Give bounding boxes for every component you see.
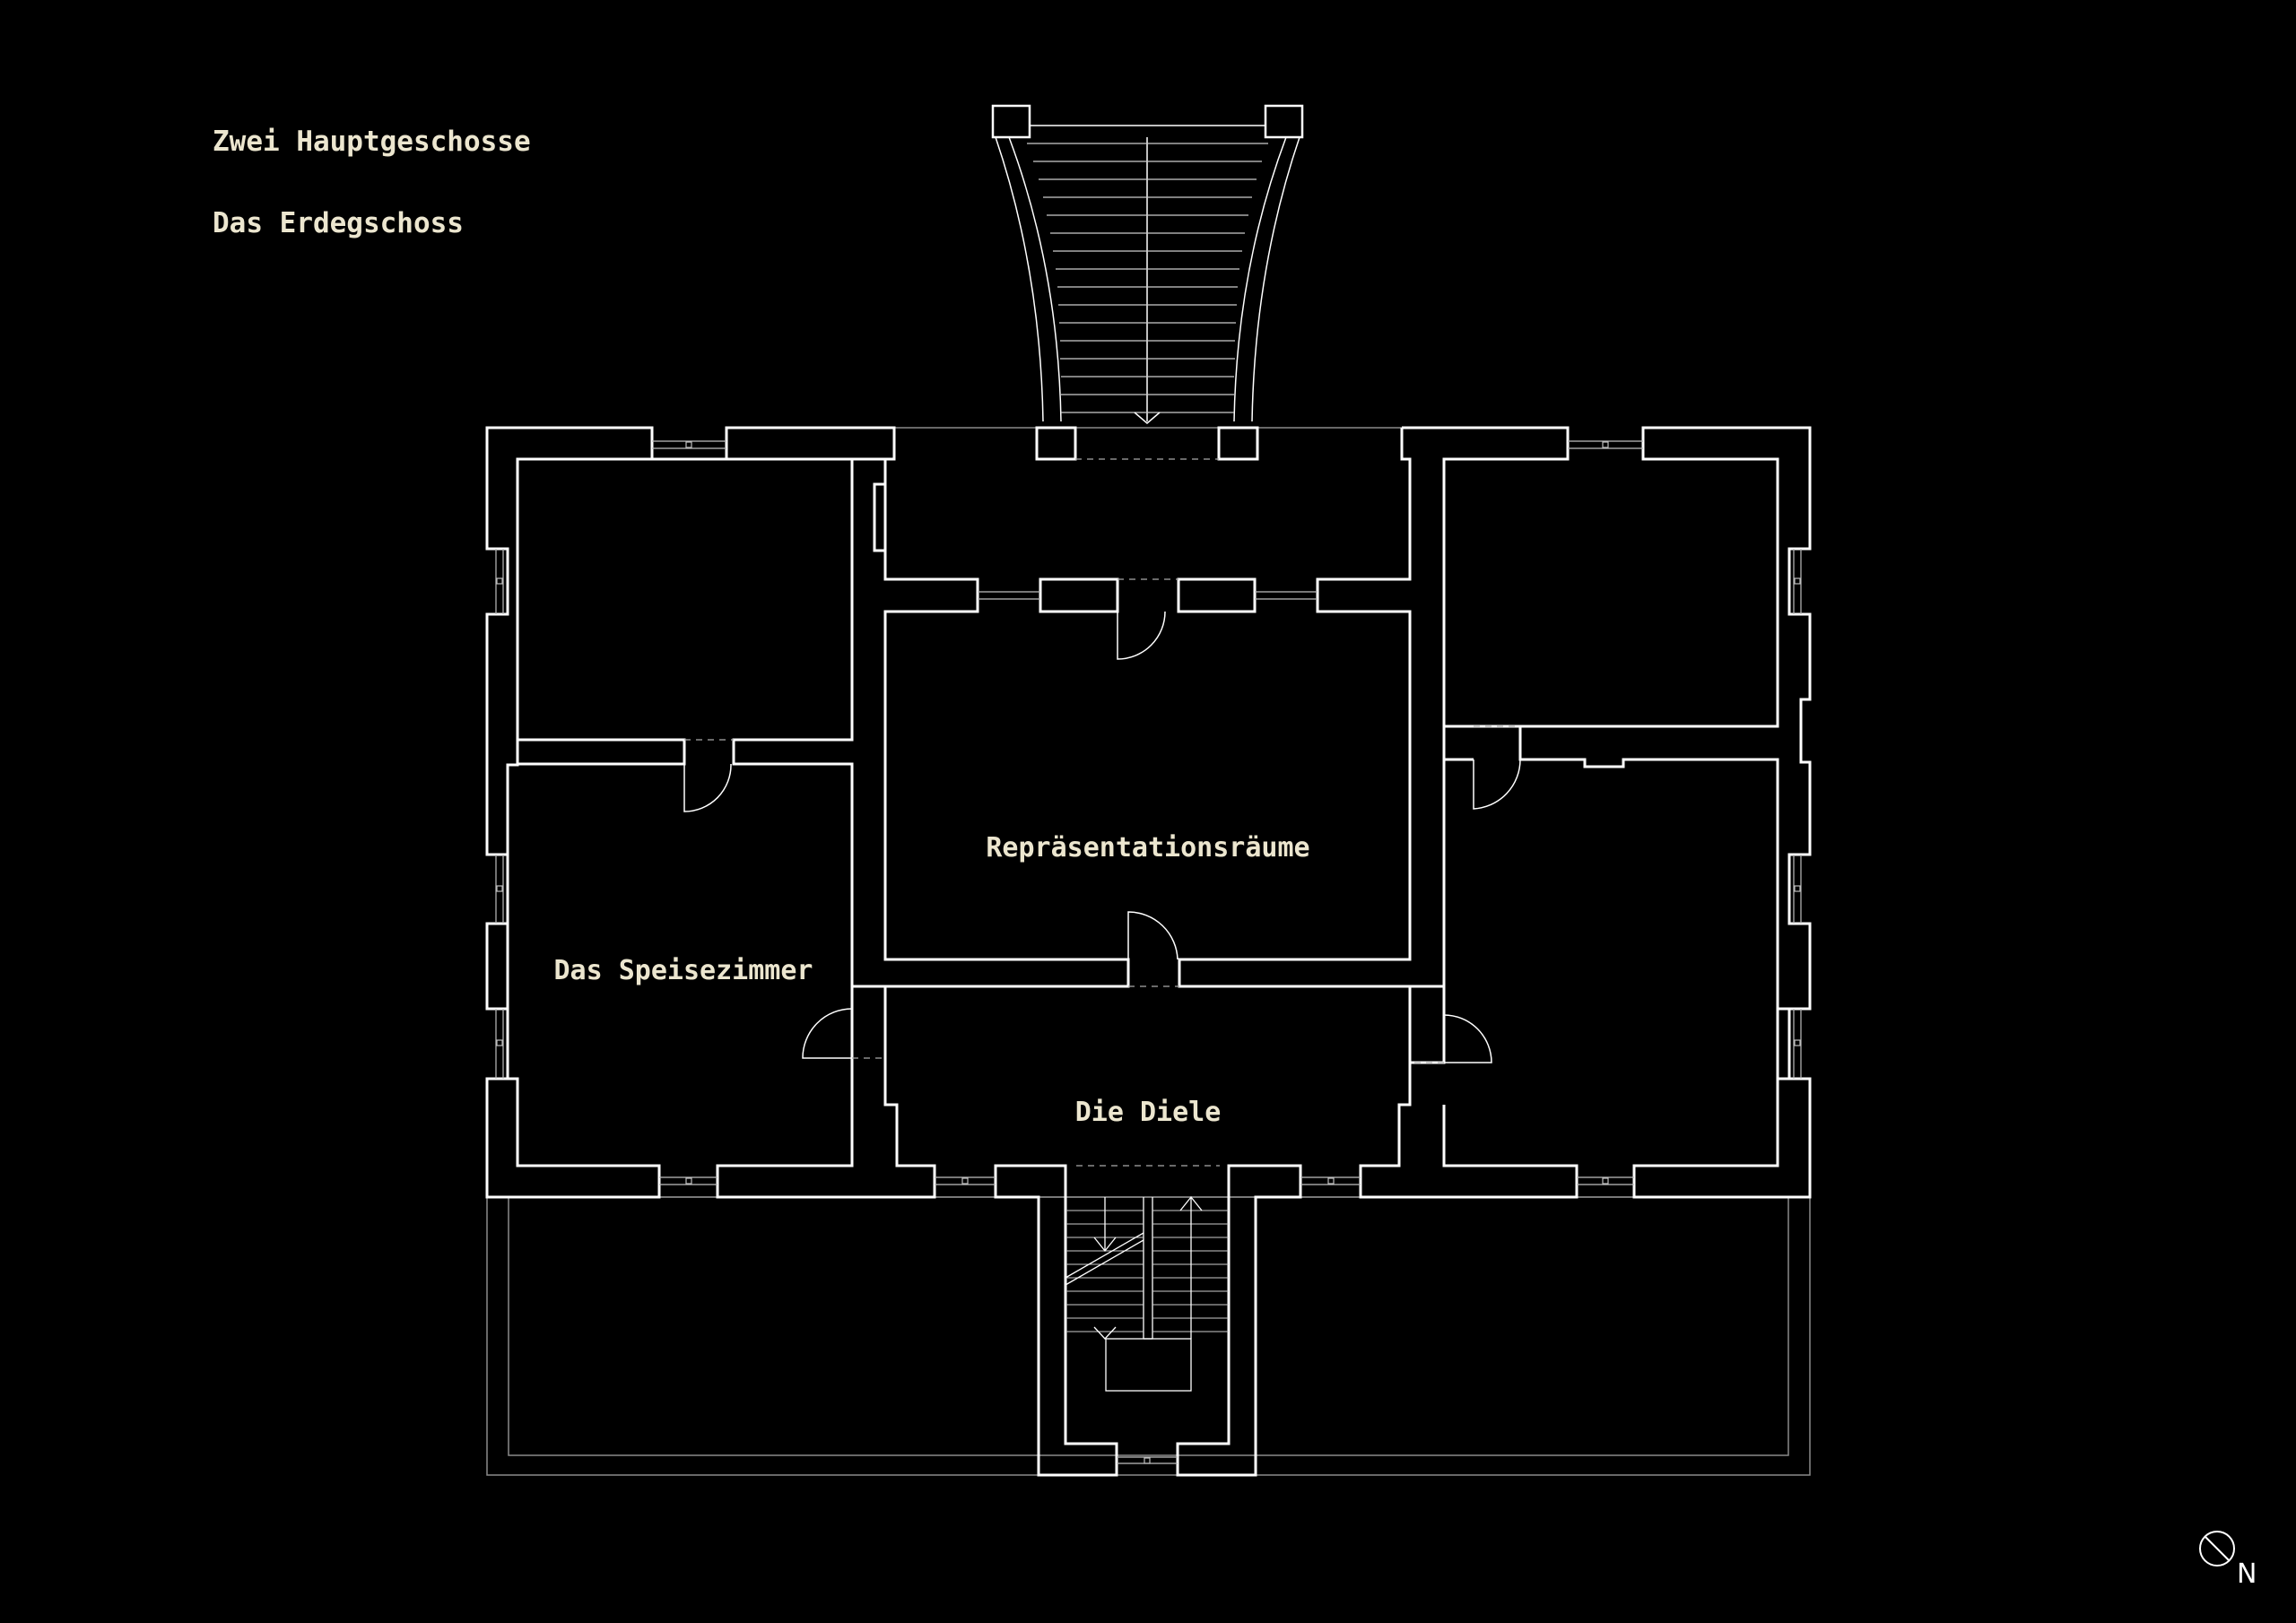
doors xyxy=(683,458,1521,1167)
drawing-title: Zwei Hauptgeschosse xyxy=(213,126,531,158)
windows xyxy=(495,440,1802,1464)
room-label-reception: Repräsentationsräume xyxy=(986,832,1309,864)
entrance-stair xyxy=(991,104,1304,424)
service-stair xyxy=(1065,1195,1229,1392)
north-arrow-icon xyxy=(2199,1531,2235,1567)
room-label-dining: Das Speisezimmer xyxy=(554,955,813,986)
terrace-outline xyxy=(486,427,1811,1476)
walls xyxy=(485,426,1812,1477)
north-label: N xyxy=(2237,1558,2257,1590)
room-label-hall: Die Diele xyxy=(1075,1097,1222,1128)
floor-subtitle: Das Erdegschoss xyxy=(213,207,464,239)
